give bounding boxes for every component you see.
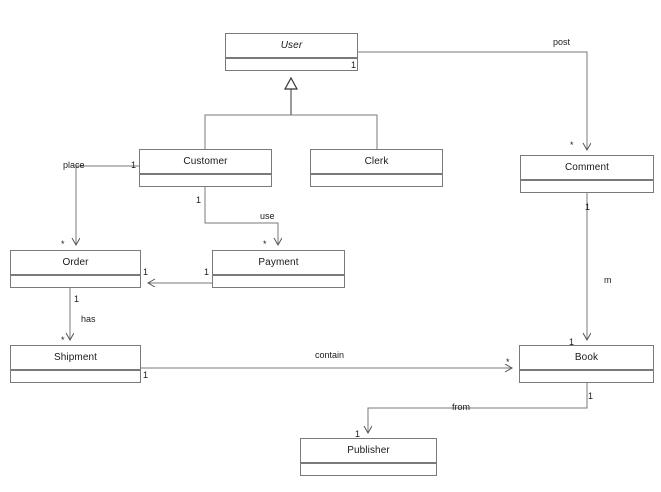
multiplicity-order-right: 1 (143, 267, 149, 277)
edge-label-place: place (63, 160, 85, 170)
multiplicity-publisher-in: 1 (355, 429, 361, 439)
multiplicity-comment-down: 1 (585, 202, 591, 212)
edge-label-post: post (553, 37, 571, 47)
class-box-customer[interactable]: Customer (139, 149, 272, 187)
edge-label-m: m (604, 275, 612, 285)
multiplicity-order-in: * (61, 239, 65, 249)
multiplicity-shipment-in: * (61, 335, 65, 345)
multiplicity-payment-left: 1 (204, 267, 210, 277)
class-box-clerk[interactable]: Clerk (310, 149, 443, 187)
class-name-publisher: Publisher (301, 439, 436, 463)
multiplicity-book-left: * (506, 357, 510, 367)
multiplicity-order-down: 1 (74, 294, 80, 304)
class-box-shipment[interactable]: Shipment (10, 345, 141, 383)
class-box-comment[interactable]: Comment (520, 155, 654, 193)
class-box-publisher[interactable]: Publisher (300, 438, 437, 476)
edge-place (76, 165, 139, 245)
multiplicity-payment-in: * (263, 239, 267, 249)
class-box-user[interactable]: User (225, 33, 358, 71)
class-name-user: User (226, 34, 357, 58)
class-name-order: Order (11, 251, 140, 275)
class-name-book: Book (520, 346, 653, 370)
class-attributes-clerk (311, 174, 442, 186)
class-name-clerk: Clerk (311, 150, 442, 174)
class-attributes-user (226, 58, 357, 70)
class-box-order[interactable]: Order (10, 250, 141, 288)
multiplicity-user-post: 1 (351, 60, 357, 70)
class-name-payment: Payment (213, 251, 344, 275)
edge-label-from: from (452, 402, 470, 412)
class-attributes-customer (140, 174, 271, 186)
class-attributes-comment (521, 180, 653, 192)
class-attributes-order (11, 275, 140, 287)
edge-label-contain: contain (315, 350, 345, 360)
multiplicity-book-top: 1 (569, 337, 575, 347)
class-attributes-publisher (301, 463, 436, 475)
multiplicity-book-bottom: 1 (588, 391, 594, 401)
class-name-customer: Customer (140, 150, 271, 174)
edge-label-has: has (81, 314, 96, 324)
class-attributes-book (520, 370, 653, 382)
edge-post (358, 51, 587, 150)
multiplicity-shipment-right: 1 (143, 370, 149, 380)
multiplicity-comment-in: * (570, 140, 574, 150)
class-name-comment: Comment (521, 156, 653, 180)
class-box-book[interactable]: Book (519, 345, 654, 383)
edge-use (204, 187, 278, 245)
class-attributes-shipment (11, 370, 140, 382)
edge-from (368, 383, 588, 433)
edge-label-use: use (260, 211, 275, 221)
multiplicity-customer-use: 1 (196, 195, 202, 205)
multiplicity-customer-place: 1 (131, 160, 137, 170)
class-box-payment[interactable]: Payment (212, 250, 345, 288)
class-name-shipment: Shipment (11, 346, 140, 370)
class-attributes-payment (213, 275, 344, 287)
edge-generalization (204, 76, 378, 149)
